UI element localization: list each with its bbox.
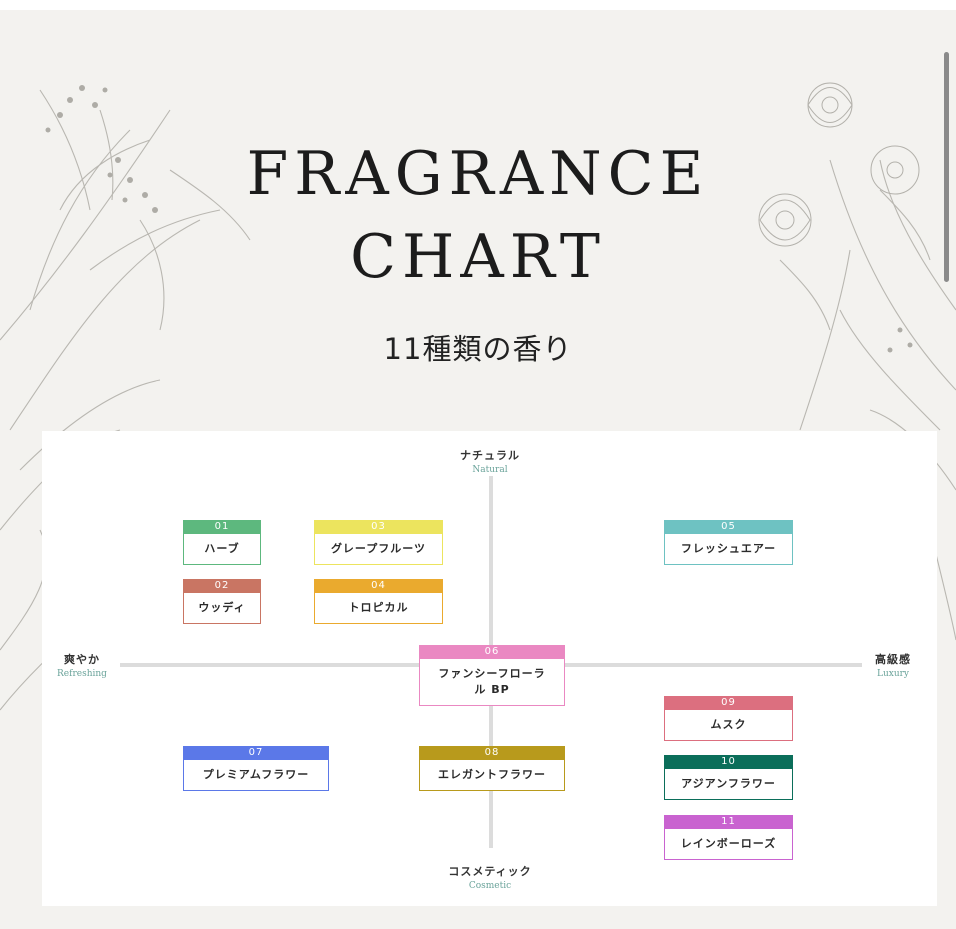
fragrance-card-08[interactable]: 08 エレガントフラワー — [419, 746, 565, 791]
page-title-line1: FRAGRANCE — [246, 139, 710, 209]
card-name: ムスク — [664, 710, 793, 741]
fragrance-card-09[interactable]: 09 ムスク — [664, 696, 793, 741]
card-number: 04 — [314, 579, 443, 593]
axis-label-bottom-jp: コスメティック — [448, 865, 532, 878]
botanical-illustration — [0, 82, 956, 711]
card-number: 09 — [664, 696, 793, 710]
axis-label-right-en: Luxury — [876, 669, 910, 679]
fragrance-card-03[interactable]: 03 グレープフルーツ — [314, 520, 443, 565]
card-number: 11 — [664, 815, 793, 829]
card-number: 01 — [183, 520, 261, 534]
axis-label-left: 爽やか Refreshing — [44, 651, 120, 679]
axis-label-bottom: コスメティック Cosmetic — [430, 863, 550, 891]
fragrance-card-02[interactable]: 02 ウッディ — [183, 579, 261, 624]
card-name: グレープフルーツ — [314, 534, 443, 565]
fragrance-card-10[interactable]: 10 アジアンフラワー — [664, 755, 793, 800]
fragrance-card-04[interactable]: 04 トロピカル — [314, 579, 443, 624]
axis-label-right: 高級感 Luxury — [857, 651, 929, 679]
card-number: 07 — [183, 746, 329, 760]
card-name: アジアンフラワー — [664, 769, 793, 800]
card-name: ファンシーフローラル BP — [419, 659, 565, 706]
card-name: ウッディ — [183, 593, 261, 624]
axis-label-top-jp: ナチュラル — [460, 449, 520, 462]
page-background: FRAGRANCE CHART 11種類の香り ナチュラル Natural コス… — [0, 10, 956, 929]
scrollbar[interactable] — [944, 52, 949, 282]
axis-label-bottom-en: Cosmetic — [468, 881, 512, 891]
fragrance-card-05[interactable]: 05 フレッシュエアー — [664, 520, 793, 565]
card-number: 02 — [183, 579, 261, 593]
card-number: 03 — [314, 520, 443, 534]
card-number: 08 — [419, 746, 565, 760]
card-number: 06 — [419, 645, 565, 659]
page-title-line2: CHART — [350, 222, 606, 292]
axis-label-left-en: Refreshing — [57, 669, 107, 679]
fragrance-card-01[interactable]: 01 ハーブ — [183, 520, 261, 565]
axis-label-right-jp: 高級感 — [875, 653, 911, 666]
card-name: エレガントフラワー — [419, 760, 565, 791]
card-number: 05 — [664, 520, 793, 534]
card-name: ハーブ — [183, 534, 261, 565]
axis-label-top: ナチュラル Natural — [440, 447, 540, 475]
axis-label-top-en: Natural — [472, 465, 508, 475]
axis-label-left-jp: 爽やか — [64, 653, 100, 666]
card-number: 10 — [664, 755, 793, 769]
card-name: プレミアムフラワー — [183, 760, 329, 791]
fragrance-chart: ナチュラル Natural コスメティック Cosmetic 爽やか Refre… — [42, 431, 937, 906]
card-name: レインボーローズ — [664, 829, 793, 860]
fragrance-card-06[interactable]: 06 ファンシーフローラル BP — [419, 645, 565, 706]
fragrance-card-11[interactable]: 11 レインボーローズ — [664, 815, 793, 860]
page-subtitle: 11種類の香り — [383, 332, 573, 366]
fragrance-card-07[interactable]: 07 プレミアムフラワー — [183, 746, 329, 791]
card-name: フレッシュエアー — [664, 534, 793, 565]
card-name: トロピカル — [314, 593, 443, 624]
